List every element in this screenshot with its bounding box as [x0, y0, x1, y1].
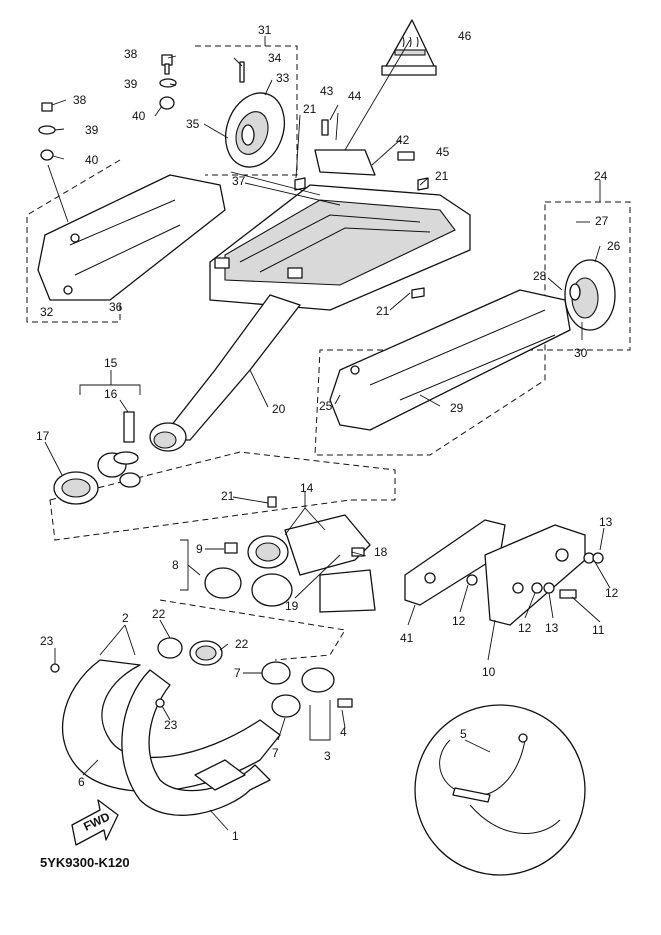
assembly-box-8 [49, 451, 396, 541]
callout-6: 6 [78, 775, 85, 789]
diagram-part-code: 5YK9300-K120 [40, 855, 130, 870]
heat-warning-label [381, 19, 437, 76]
callout-23-a: 23 [40, 634, 54, 648]
callout-29: 29 [450, 401, 464, 415]
callout-labels: 31 34 33 38 39 40 38 39 40 35 37 21 43 4… [36, 23, 621, 843]
callout-39-left: 39 [85, 123, 99, 137]
end-cap-26 [564, 259, 616, 331]
callout-40-top: 40 [132, 109, 146, 123]
callout-42: 42 [396, 133, 410, 147]
collector-clamps [204, 514, 376, 613]
callout-30: 30 [574, 346, 588, 360]
callout-44: 44 [348, 89, 362, 103]
callout-45: 45 [436, 145, 450, 159]
callout-43: 43 [320, 84, 334, 98]
exhaust-gaskets [157, 637, 335, 718]
callout-2: 2 [122, 611, 129, 625]
callout-27: 27 [595, 214, 609, 228]
callout-38-top: 38 [124, 47, 138, 61]
callout-25: 25 [319, 399, 333, 413]
callout-21-c: 21 [376, 304, 390, 318]
exhaust-pipe-6 [61, 659, 281, 793]
callout-40-left: 40 [85, 153, 99, 167]
callout-34: 34 [268, 51, 282, 65]
callout-7-b: 7 [272, 746, 279, 760]
callout-7-a: 7 [234, 666, 241, 680]
callout-17: 17 [36, 429, 50, 443]
callout-21-d: 21 [221, 489, 235, 503]
assembly-box-31 [26, 45, 298, 323]
callout-41: 41 [400, 631, 414, 645]
assembly-box-24 [314, 201, 631, 456]
callout-12-right: 12 [605, 586, 619, 600]
callout-37: 37 [232, 174, 246, 188]
callout-26: 26 [607, 239, 621, 253]
callout-22-a: 22 [152, 607, 166, 621]
callout-20: 20 [272, 402, 286, 416]
callout-31: 31 [258, 23, 272, 37]
middle-pipe-20 [149, 294, 301, 452]
callout-9: 9 [196, 542, 203, 556]
leader-lines [44, 36, 611, 831]
callout-19: 19 [285, 599, 299, 613]
callout-13-mid: 13 [545, 621, 559, 635]
clamp-assembly-15 [53, 411, 141, 505]
o2-sensor-inset [414, 704, 586, 876]
callout-12-left: 12 [452, 614, 466, 628]
callout-16: 16 [104, 387, 118, 401]
exhaust-pipe-1 [121, 669, 271, 816]
callout-46: 46 [458, 29, 472, 43]
callout-18: 18 [374, 545, 388, 559]
callout-15: 15 [104, 356, 118, 370]
callout-36: 36 [109, 300, 123, 314]
callout-33: 33 [276, 71, 290, 85]
callout-14: 14 [300, 481, 314, 495]
callout-24: 24 [594, 169, 608, 183]
callout-28: 28 [533, 269, 547, 283]
callout-1: 1 [232, 829, 239, 843]
callout-11: 11 [592, 623, 605, 637]
muffler-body [209, 184, 471, 311]
callout-10: 10 [482, 665, 496, 679]
fasteners [38, 54, 604, 708]
callout-13-right: 13 [599, 515, 613, 529]
end-cap-33 [225, 92, 285, 168]
callout-21-a: 21 [303, 102, 317, 116]
callout-22-b: 22 [235, 637, 249, 651]
callout-4: 4 [340, 725, 347, 739]
callout-8: 8 [172, 558, 179, 572]
callout-23-b: 23 [164, 718, 178, 732]
assembly-box-lower [159, 599, 346, 661]
callout-12-mid: 12 [518, 621, 532, 635]
heat-shield-36 [37, 174, 226, 301]
callout-3: 3 [324, 749, 331, 763]
callout-38-left: 38 [73, 93, 87, 107]
callout-5: 5 [460, 727, 467, 741]
callout-39-top: 39 [124, 77, 138, 91]
callout-32: 32 [40, 305, 54, 319]
callout-21-b: 21 [435, 169, 449, 183]
callout-35: 35 [186, 117, 200, 131]
fwd-arrow-icon: FWD [71, 799, 119, 846]
heat-shield-29 [329, 289, 571, 431]
